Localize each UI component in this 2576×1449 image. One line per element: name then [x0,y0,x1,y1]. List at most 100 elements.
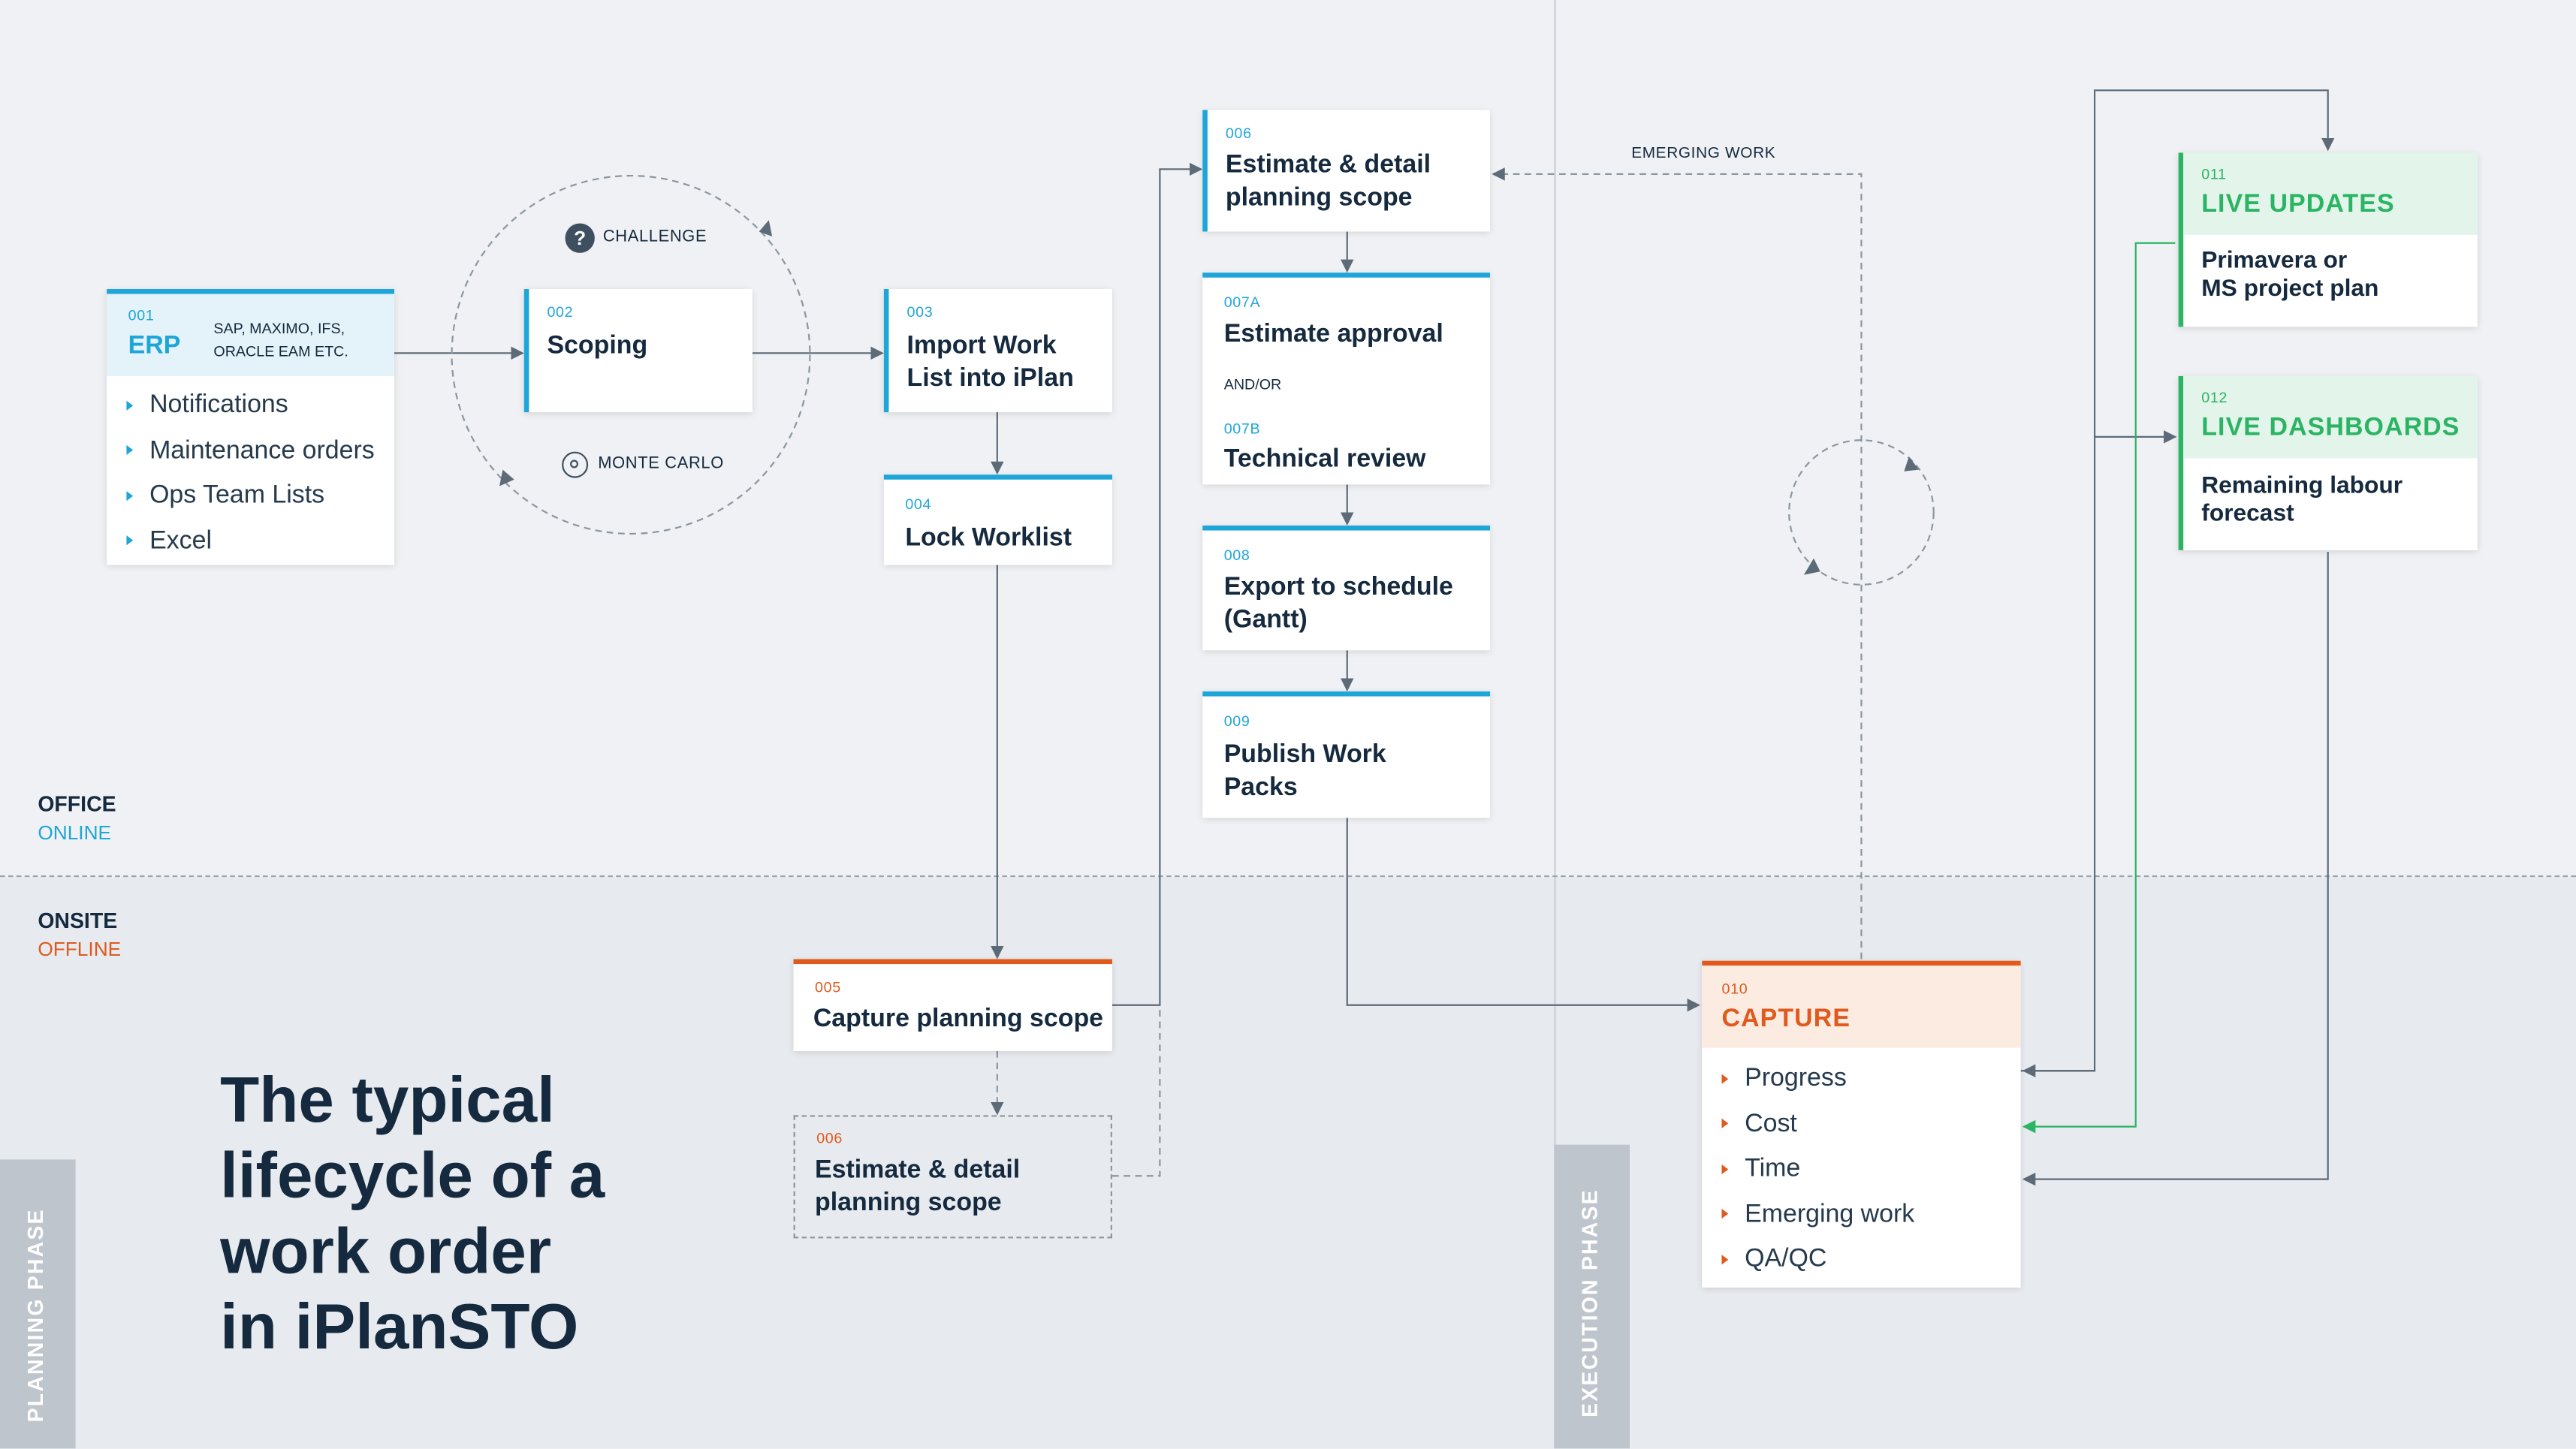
list-item: Maintenance orders [126,428,375,473]
capture-scope-title: Capture planning scope [813,1005,1104,1033]
step-number: 002 [547,303,574,321]
live-updates-title: LIVE UPDATES [2201,190,2395,218]
challenge-label: CHALLENGE [602,228,707,247]
list-item: Excel [126,518,374,563]
list-item: Cost [1721,1101,1915,1146]
export-title-line-2: (Gantt) [1223,606,1308,634]
office-onsite-divider [0,875,2576,878]
bullet-icon [1721,1209,1729,1219]
erp-card: 001 ERP SAP, MAXIMO, IFS, ORACLE EAM ETC… [107,289,394,565]
technical-review-title: Technical review [1223,444,1426,473]
emerging-work-label: EMERGING WORK [1631,144,1776,163]
erp-title: ERP [128,331,181,360]
and-or-label: AND/OR [1223,375,1282,393]
list-item: Progress [1721,1056,1915,1101]
live-updates-card: 011 LIVE UPDATES Primavera or MS project… [2178,152,2478,327]
step-number: 012 [2201,389,2228,406]
step-number: 005 [815,978,841,996]
offline-estimate-title-line-1: Estimate & detail [815,1156,1021,1185]
title-line-1: The typical [220,1065,555,1137]
bullet-icon [126,445,134,456]
live-dashboards-card: 012 LIVE DASHBOARDS Remaining labour for… [2178,375,2478,550]
list-item: Emerging work [1721,1191,1914,1237]
page-title: The typical lifecycle of a work order in… [220,1065,605,1367]
title-line-2: lifecycle of a [220,1141,605,1213]
title-line-3: work order [220,1216,552,1288]
lock-worklist-card: 004 Lock Worklist [883,474,1112,565]
gear-icon [562,451,589,478]
execution-phase-label: EXECUTION PHASE [1577,1188,1602,1417]
capture-metric-list: Progress Cost Time Emerging work QA/QC [1721,1056,1915,1282]
question-icon: ? [565,223,595,253]
offline-label: OFFLINE [38,938,122,961]
step-number: 001 [128,307,155,324]
offline-estimate-link-line [1112,1005,1161,1177]
live-updates-line-2: MS project plan [2201,276,2379,303]
step-number: 007A [1223,294,1261,311]
lock-title: Lock Worklist [905,523,1072,552]
import-worklist-card: 003 Import Work List into iPlan [883,289,1112,413]
erp-note-1: SAP, MAXIMO, IFS, [213,320,345,337]
monte-carlo-label: MONTE CARLO [598,454,724,473]
capture-title: CAPTURE [1721,1005,1851,1033]
phase-divider [1554,0,1556,1449]
execution-phase-tab: EXECUTION PHASE [1554,1144,1630,1449]
onsite-background [0,877,2576,1449]
capture-scope-to-estimate-line [1112,162,1203,1006]
export-schedule-card: 008 Export to schedule (Gantt) [1202,526,1491,651]
erp-source-list: Notifications Maintenance orders Ops Tea… [126,383,375,564]
bullet-icon [1721,1074,1729,1084]
estimate-detail-card: 006 Estimate & detail planning scope [1202,110,1491,232]
estimate-title-line-2: planning scope [1225,184,1413,212]
list-item: Time [1721,1146,1915,1191]
title-line-4: in iPlanSTO [220,1292,579,1363]
scoping-loop-circle [451,174,811,535]
publish-title-line-2: Packs [1223,773,1298,802]
bullet-icon [1721,1119,1729,1129]
live-dashboards-line-1: Remaining labour [2201,473,2403,499]
step-number: 007B [1223,420,1261,437]
bullet-icon [126,535,134,546]
scoping-card: 002 Scoping [523,289,753,413]
approval-title: Estimate approval [1223,320,1443,348]
step-number: 003 [906,303,934,321]
publish-title-line-1: Publish Work [1223,740,1386,769]
live-dashboards-line-2: forecast [2201,501,2294,528]
step-number: 009 [1223,712,1250,730]
step-number: 006 [816,1130,843,1146]
capture-card: 010 CAPTURE Progress Cost Time Emerging … [1702,960,2021,1288]
emerging-loop-circle [1788,439,1935,586]
bullet-icon [1721,1254,1729,1264]
step-number: 006 [1225,125,1252,142]
approval-review-card: 007A Estimate approval AND/OR 007B Techn… [1202,273,1491,485]
offline-estimate-title-line-2: planning scope [815,1188,1002,1217]
bullet-icon [126,400,134,411]
live-updates-feedback-line [2022,242,2176,1134]
emerging-work-line [1492,167,1863,959]
publish-workpacks-card: 009 Publish Work Packs [1202,691,1491,818]
scoping-title: Scoping [547,331,648,360]
publish-to-capture-line [1346,818,1701,1012]
live-dashboards-title: LIVE DASHBOARDS [2201,414,2460,442]
step-number: 004 [905,496,932,513]
erp-note-2: ORACLE EAM ETC. [213,343,348,360]
bullet-icon [1721,1164,1729,1174]
planning-phase-tab: PLANNING PHASE [0,1159,76,1449]
import-title-line-2: List into iPlan [906,364,1074,393]
step-number: 011 [2201,165,2227,182]
onsite-label: ONSITE [38,908,118,933]
live-updates-line-1: Primavera or [2201,248,2348,275]
step-number: 008 [1223,547,1250,564]
online-label: ONLINE [38,821,112,845]
list-item: Notifications [126,383,374,428]
planning-phase-label: PLANNING PHASE [23,1208,48,1423]
estimate-detail-offline-card: 006 Estimate & detail planning scope [793,1115,1112,1239]
capture-planning-scope-card: 005 Capture planning scope [793,959,1112,1051]
list-item: Ops Team Lists [126,473,374,518]
list-item: QA/QC [1721,1237,1915,1282]
step-number: 010 [1721,980,1748,997]
import-title-line-1: Import Work [906,331,1057,360]
export-title-line-1: Export to schedule [1223,573,1453,601]
